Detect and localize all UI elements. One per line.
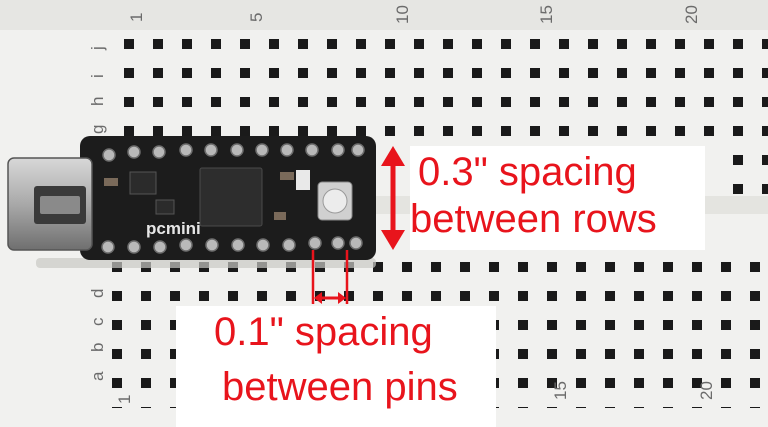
microcontroller-board: pcmini xyxy=(7,136,376,260)
row-letter: c xyxy=(88,317,107,326)
column-number: 15 xyxy=(537,5,556,24)
hole-grid-top xyxy=(120,35,768,155)
row-spacing-text-line1: 0.3" spacing xyxy=(418,150,637,194)
column-number: 15 xyxy=(551,381,570,400)
row-letter: d xyxy=(88,289,107,298)
row-spacing-arrow xyxy=(381,146,405,250)
row-spacing-label: 0.3" spacing between rows xyxy=(410,146,705,250)
microcontroller-chip xyxy=(199,167,263,227)
column-number: 5 xyxy=(247,13,266,22)
row-letter: a xyxy=(88,371,107,381)
row-letter: h xyxy=(88,97,107,106)
column-number: 20 xyxy=(682,5,701,24)
board-silkscreen-label: pcmini xyxy=(146,219,201,238)
column-number: 1 xyxy=(115,395,134,404)
row-spacing-text-line2: between rows xyxy=(410,197,657,241)
column-number: 1 xyxy=(127,13,146,22)
column-number: 20 xyxy=(697,381,716,400)
row-letter: j xyxy=(88,46,107,51)
pin-spacing-text-line1: 0.1" spacing xyxy=(214,310,433,354)
pin-spacing-label: 0.1" spacing between pins xyxy=(176,306,496,427)
pin-spacing-arrow xyxy=(311,250,349,304)
column-number: 10 xyxy=(393,5,412,24)
row-letter: b xyxy=(88,343,107,352)
row-letter: g xyxy=(88,125,107,134)
row-letter: i xyxy=(88,74,107,78)
pin-spacing-text-line2: between pins xyxy=(222,365,458,409)
